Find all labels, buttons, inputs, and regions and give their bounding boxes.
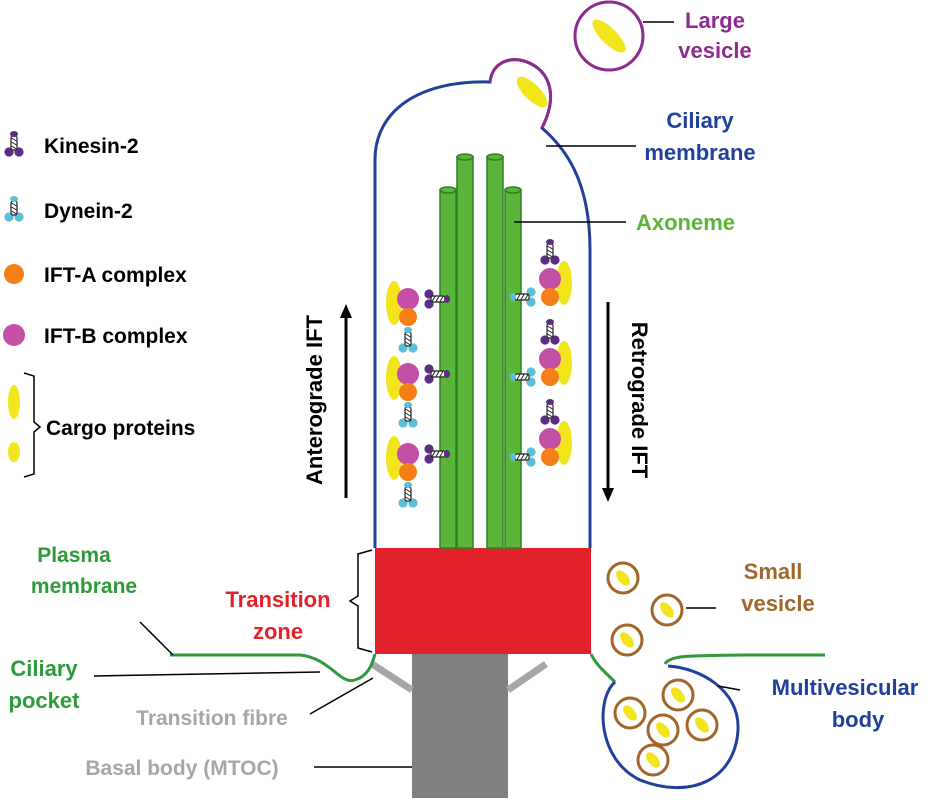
large-vesicle-label: Large bbox=[685, 8, 745, 33]
mvb-cargo bbox=[623, 687, 709, 768]
basal-body bbox=[412, 652, 508, 798]
ciliary-pocket-label: pocket bbox=[9, 688, 81, 713]
legend-cargo-label: Cargo proteins bbox=[46, 417, 195, 440]
plasma-membrane bbox=[170, 653, 377, 683]
ciliary-pocket-label: Ciliary bbox=[10, 656, 78, 681]
small-vesicle-label: Small bbox=[744, 559, 803, 584]
transition-zone-label: Transition bbox=[225, 587, 330, 612]
ciliary-membrane-label: membrane bbox=[644, 140, 755, 165]
small-vesicle-label: vesicle bbox=[741, 591, 814, 616]
legend-kinesin-label: Kinesin-2 bbox=[44, 135, 139, 158]
plasma-membrane-label: Plasma bbox=[37, 544, 111, 567]
retrograde-ift-label: Retrograde IFT bbox=[627, 322, 652, 479]
transition-zone bbox=[375, 548, 591, 654]
multivesicular-body-label: body bbox=[832, 707, 885, 732]
cargo-bracket bbox=[23, 372, 42, 478]
iftb-complex-icon bbox=[3, 324, 25, 346]
kinesin-icon bbox=[3, 130, 25, 158]
ciliary-membrane-label: Ciliary bbox=[666, 108, 734, 133]
cargo-protein-icon bbox=[8, 385, 20, 419]
cargo-protein-icon bbox=[8, 442, 20, 462]
anterograde-ift-label: Anterograde IFT bbox=[302, 314, 327, 484]
legend-ifta-label: IFT-A complex bbox=[44, 264, 187, 287]
basal-body-label: Basal body (MTOC) bbox=[85, 757, 278, 780]
transition-fibre-left bbox=[370, 661, 414, 693]
legend-iftb-label: IFT-B complex bbox=[44, 325, 188, 348]
budding-vesicle bbox=[488, 58, 552, 129]
leader-lines bbox=[93, 21, 741, 768]
plasma-membrane-right bbox=[589, 653, 617, 684]
legend-dynein-label: Dynein-2 bbox=[44, 200, 133, 223]
plasma-membrane-label: membrane bbox=[31, 575, 137, 598]
axoneme bbox=[439, 153, 522, 549]
transition-zone-bracket bbox=[348, 549, 373, 653]
axoneme-label: Axoneme bbox=[636, 210, 735, 235]
dynein-icon bbox=[3, 195, 25, 223]
transition-zone-label: zone bbox=[253, 619, 303, 644]
retrograde-arrow bbox=[602, 302, 614, 502]
large-vesicle-label: vesicle bbox=[678, 38, 751, 63]
transition-fibre-label: Transition fibre bbox=[136, 707, 288, 730]
transition-fibre-right bbox=[506, 661, 548, 693]
anterograde-arrow bbox=[340, 304, 352, 498]
multivesicular-body-label: Multivesicular bbox=[772, 675, 919, 700]
small-vesicle-cargo bbox=[616, 570, 674, 648]
large-vesicle bbox=[573, 0, 645, 72]
ifta-complex-icon bbox=[4, 264, 24, 284]
plasma-membrane-far-right bbox=[663, 653, 825, 665]
